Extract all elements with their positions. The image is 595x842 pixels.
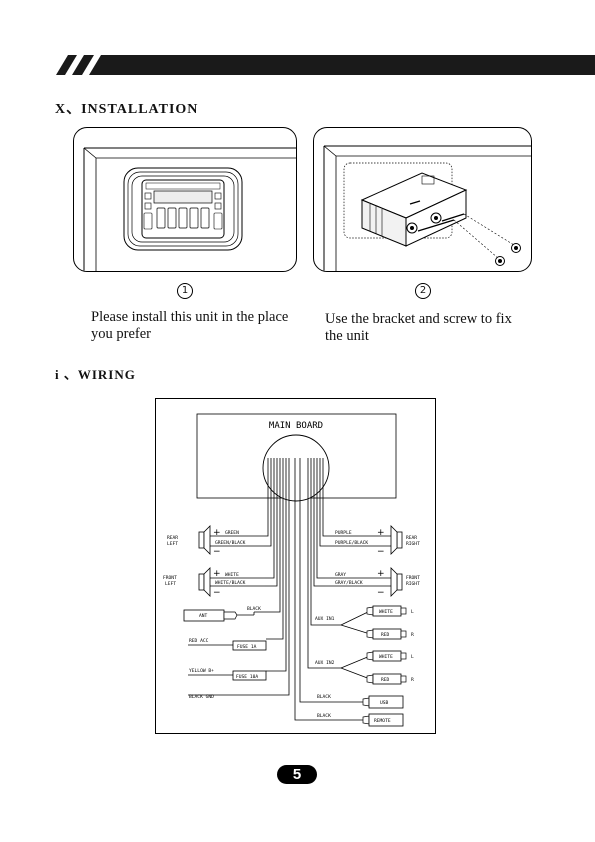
label-rear-right-1: REAR: [406, 535, 417, 541]
svg-text:L: L: [411, 654, 414, 660]
ant-wire-black: BLACK: [247, 606, 261, 612]
label-rear-right-2: RIGHT: [406, 541, 420, 547]
svg-text:WHITE: WHITE: [379, 609, 393, 615]
remote-wire-black: BLACK: [317, 713, 331, 719]
label-rear-left-2: LEFT: [167, 541, 178, 547]
svg-text:+: +: [377, 569, 385, 579]
label-aux-in2: AUX IN2: [315, 660, 335, 666]
svg-text:RED: RED: [381, 632, 390, 638]
usb-wire-black: BLACK: [317, 694, 331, 700]
remote-connector: [368, 713, 404, 727]
label-front-left-2: LEFT: [165, 581, 176, 587]
usb-connector: [368, 695, 404, 709]
svg-text:−: −: [213, 547, 221, 557]
label-aux-in1: AUX IN1: [315, 616, 335, 622]
fuse-10a: [232, 670, 267, 681]
label-front-right-2: RIGHT: [406, 581, 420, 587]
step-1-caption: Please install this unit in the place yo…: [91, 309, 289, 342]
wire-purple: PURPLE: [335, 530, 352, 536]
svg-text:+: +: [213, 528, 221, 538]
fuse-1a: [232, 640, 267, 651]
label-yellow-b: YELLOW B+: [189, 668, 214, 674]
svg-text:FUSE 10A: FUSE 10A: [236, 674, 258, 680]
svg-text:FUSE 1A: FUSE 1A: [237, 644, 257, 650]
label-red-acc: RED ACC: [189, 638, 209, 644]
wiring-heading: i 、WIRING: [55, 367, 136, 382]
install-illustration-2: [313, 127, 532, 272]
wire-green: GREEN: [225, 530, 239, 536]
label-black-gnd: BLACK GND: [189, 694, 214, 700]
installation-heading: X、INSTALLATION: [55, 102, 199, 117]
page-number-badge: 5: [277, 765, 317, 784]
step-1-number: 1: [177, 283, 193, 299]
svg-text:−: −: [377, 547, 385, 557]
install-illustration-1: [73, 127, 297, 272]
main-board-label: MAIN BOARD: [269, 421, 323, 431]
svg-text:R: R: [411, 632, 414, 638]
wire-white-black: WHITE/BLACK: [215, 580, 246, 586]
svg-text:+: +: [377, 528, 385, 538]
step-2-caption: Use the bracket and screw to fix the uni…: [325, 311, 512, 344]
svg-text:R: R: [411, 677, 414, 683]
wire-gray: GRAY: [335, 572, 346, 578]
wire-green-black: GREEN/BLACK: [215, 540, 246, 546]
svg-text:+: +: [213, 569, 221, 579]
step-2-number: 2: [415, 283, 431, 299]
svg-text:−: −: [213, 588, 221, 598]
header-stripe-bar: [56, 55, 595, 75]
wire-gray-black: GRAY/BLACK: [335, 580, 363, 586]
svg-text:−: −: [377, 588, 385, 598]
svg-text:REMOTE: REMOTE: [374, 718, 391, 724]
label-rear-left-1: REAR: [167, 535, 178, 541]
svg-text:L: L: [411, 609, 414, 615]
svg-text:RED: RED: [381, 677, 390, 683]
wire-white: WHITE: [225, 572, 239, 578]
connector-circle: [262, 434, 330, 502]
svg-text:WHITE: WHITE: [379, 654, 393, 660]
label-front-left-1: FRONT: [163, 575, 177, 581]
svg-text:USB: USB: [380, 700, 389, 706]
label-front-right-1: FRONT: [406, 575, 420, 581]
ant-label: ANT: [199, 613, 208, 619]
wiring-diagram: MAIN BOARD REAR LEFT FRONT LEFT: [155, 398, 436, 734]
wire-purple-black: PURPLE/BLACK: [335, 540, 368, 546]
